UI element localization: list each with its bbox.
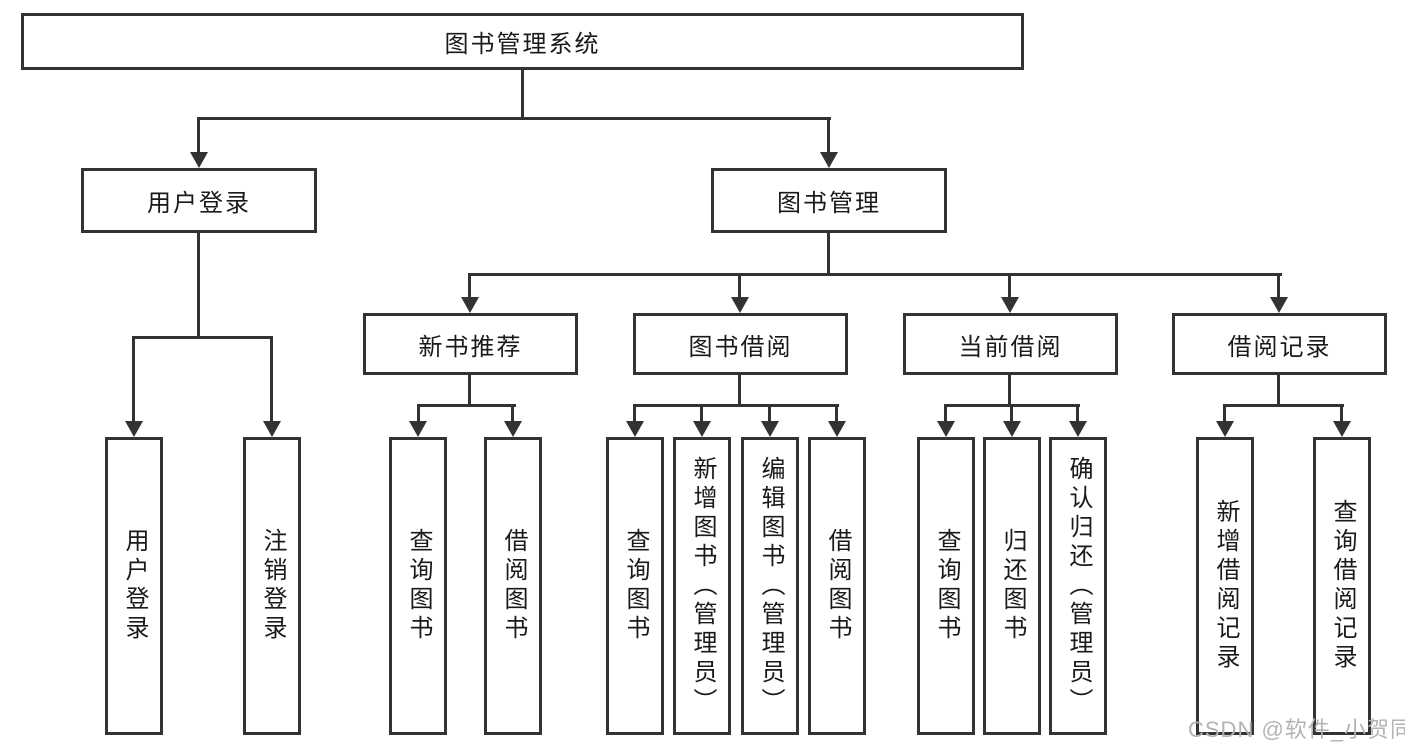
connector-line [835,404,838,422]
connector-line [768,404,771,422]
arrow-down-icon [731,297,749,313]
connector-line [633,404,636,422]
leaf-recommend-query-books: 查询图书 [389,437,447,735]
node-book-borrowing: 图书借阅 [633,313,848,375]
node-root: 图书管理系统 [21,13,1024,70]
arrow-down-icon [1333,421,1351,437]
node-user-login-label: 用户登录 [147,190,251,217]
connector-line [1340,404,1343,422]
node-current-borrowing: 当前借阅 [903,313,1118,375]
connector-line [270,336,273,422]
connector-line [197,233,200,339]
leaf-current-confirm-return-admin: 确认归还（管理员） [1049,437,1107,735]
node-current-borrowing-label: 当前借阅 [958,333,1063,361]
arrow-down-icon [626,421,644,437]
connector-line [132,336,273,339]
arrow-down-icon [1001,297,1019,313]
arrow-down-icon [828,421,846,437]
connector-line [468,273,471,298]
node-borrowing-records-label: 借阅记录 [1227,333,1332,361]
csdn-watermark: CSDN @软件_小贺同学 [1188,717,1405,742]
leaf-borrow-borrow-books: 借阅图书 [808,437,866,735]
leaf-login-user-login: 用户登录 [105,437,163,735]
leaf-current-query-books: 查询图书 [917,437,975,735]
node-borrowing-records: 借阅记录 [1172,313,1387,375]
leaf-records-add-borrow-record: 新增借阅记录 [1196,437,1254,735]
connector-line [1277,273,1280,298]
leaf-login-logout: 注销登录 [243,437,301,735]
arrow-down-icon [1216,421,1234,437]
connector-line [468,273,1282,276]
connector-line [197,117,200,153]
connector-line [521,69,524,118]
connector-line [1008,375,1011,407]
arrow-down-icon [1003,421,1021,437]
node-book-borrowing-label: 图书借阅 [688,333,793,361]
leaf-borrow-add-books-admin: 新增图书（管理员） [673,437,731,735]
leaf-records-query-borrow-record: 查询借阅记录 [1313,437,1371,735]
arrow-down-icon [409,421,427,437]
connector-line [1277,375,1280,407]
connector-line [511,404,514,422]
node-root-label: 图书管理系统 [444,31,601,58]
connector-line [197,117,831,120]
arrow-down-icon [461,297,479,313]
connector-line [738,273,741,298]
arrow-down-icon [125,421,143,437]
connector-line [827,117,830,153]
connector-line [417,404,516,407]
connector-line [1076,404,1079,422]
connector-line [738,375,741,407]
connector-line [1010,404,1013,422]
node-new-book-recommendation: 新书推荐 [363,313,578,375]
leaf-recommend-borrow-books: 借阅图书 [484,437,542,735]
arrow-down-icon [190,152,208,168]
arrow-down-icon [761,421,779,437]
arrow-down-icon [820,152,838,168]
arrow-down-icon [1270,297,1288,313]
leaf-borrow-edit-books-admin: 编辑图书（管理员） [741,437,799,735]
arrow-down-icon [263,421,281,437]
connector-line [417,404,420,422]
connector-line [827,233,830,276]
connector-line [634,404,839,407]
connector-line [468,375,471,407]
leaf-borrow-query-books: 查询图书 [606,437,664,735]
node-book-management: 图书管理 [711,168,947,233]
arrow-down-icon [504,421,522,437]
connector-line [1008,273,1011,298]
arrow-down-icon [1069,421,1087,437]
connector-line [944,404,947,422]
connector-line [1223,404,1226,422]
node-book-management-label: 图书管理 [777,190,881,217]
leaf-current-return-books: 归还图书 [983,437,1041,735]
arrow-down-icon [693,421,711,437]
node-user-login: 用户登录 [81,168,317,233]
arrow-down-icon [937,421,955,437]
node-new-book-recommendation-label: 新书推荐 [418,333,523,361]
connector-line [700,404,703,422]
connector-line [1224,404,1344,407]
connector-line [132,336,135,422]
